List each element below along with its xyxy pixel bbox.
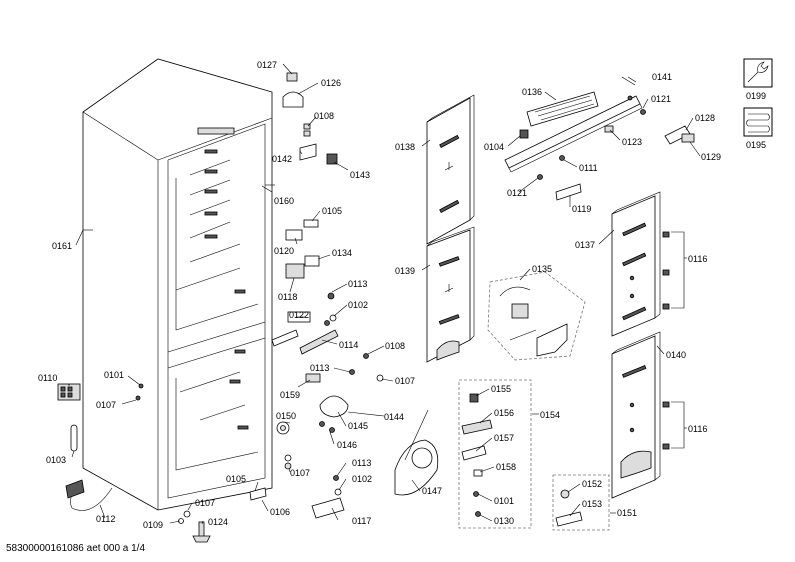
label-0107: 0107	[96, 400, 116, 410]
label-0108: 0108	[314, 111, 334, 121]
label-0139: 0139	[395, 266, 415, 276]
label-0109: 0109	[143, 520, 163, 530]
label-0150: 0150	[276, 411, 296, 421]
label-0160: 0160	[274, 196, 294, 206]
label-0152: 0152	[582, 479, 602, 489]
label-0124: 0124	[208, 517, 228, 527]
label-0128: 0128	[695, 113, 715, 123]
left-accessories	[57, 383, 113, 511]
label-0111: 0111	[579, 163, 598, 173]
label-0136: 0136	[522, 87, 542, 97]
label-0103: 0103	[46, 455, 66, 465]
label-0102: 0102	[352, 474, 372, 484]
cabinet-small-parts	[135, 72, 384, 543]
label-0121: 0121	[507, 188, 527, 198]
label-0138: 0138	[395, 142, 415, 152]
label-0126: 0126	[321, 78, 341, 88]
fridge-door-panels	[611, 191, 670, 499]
fan-module	[487, 271, 586, 361]
label-0112: 0112	[96, 514, 115, 524]
label-0116: 0116	[688, 424, 707, 434]
label-0154: 0154	[540, 410, 560, 420]
heater-coil-icon	[743, 107, 773, 137]
fridge-cabinet	[82, 58, 275, 511]
label-0130: 0130	[494, 516, 514, 526]
label-0147: 0147	[422, 486, 442, 496]
label-0127: 0127	[257, 60, 277, 70]
label-0145: 0145	[348, 421, 368, 431]
label-0105: 0105	[226, 474, 246, 484]
label-0106: 0106	[270, 507, 290, 517]
label-0141: 0141	[652, 72, 672, 82]
label-0129: 0129	[701, 152, 721, 162]
label-0161: 0161	[52, 241, 72, 251]
label-0159: 0159	[280, 390, 300, 400]
leader-lines	[68, 63, 701, 525]
label-0117: 0117	[352, 516, 371, 526]
label-0116: 0116	[688, 254, 707, 264]
label-0105: 0105	[322, 206, 342, 216]
label-0110: 0110	[38, 373, 57, 383]
label-0113: 0113	[348, 279, 367, 289]
document-footer: 58300000161086 aet 000 a 1/4	[6, 543, 146, 554]
label-0134: 0134	[332, 248, 352, 258]
label-0108: 0108	[385, 341, 405, 351]
label-0122: 0122	[289, 310, 309, 320]
label-0123: 0123	[622, 137, 642, 147]
label-0153: 0153	[582, 499, 602, 509]
label-0107: 0107	[395, 376, 415, 386]
top-control-parts	[504, 91, 695, 201]
label-0157: 0157	[494, 433, 514, 443]
label-0142: 0142	[272, 154, 292, 164]
label-0113: 0113	[310, 363, 329, 373]
label-0114: 0114	[339, 340, 358, 350]
label-0119: 0119	[572, 204, 591, 214]
label-0156: 0156	[494, 408, 514, 418]
label-0101: 0101	[104, 370, 124, 380]
label-0113: 0113	[352, 458, 371, 468]
label-0144: 0144	[384, 412, 404, 422]
label-0158: 0158	[496, 462, 516, 472]
label-0137: 0137	[575, 240, 595, 250]
label-0102: 0102	[348, 300, 368, 310]
label-0101: 0101	[494, 496, 514, 506]
small-parts-kits	[394, 379, 610, 531]
label-0104: 0104	[484, 142, 504, 152]
label-0151: 0151	[617, 508, 637, 518]
freezer-door-panels	[426, 94, 475, 363]
label-0121: 0121	[651, 94, 671, 104]
label-0199: 0199	[746, 91, 766, 101]
label-0143: 0143	[350, 170, 370, 180]
wrench-icon	[743, 58, 773, 88]
label-0155: 0155	[491, 384, 511, 394]
label-0146: 0146	[337, 440, 357, 450]
label-0118: 0118	[278, 292, 297, 302]
label-0195: 0195	[746, 140, 766, 150]
part-labels: 0127 0126 0108 0142 0143 0160 0105 0120 …	[38, 60, 766, 530]
label-0107: 0107	[195, 498, 215, 508]
label-0135: 0135	[532, 264, 552, 274]
corner-icons	[743, 58, 773, 137]
label-0120: 0120	[274, 246, 294, 256]
label-0140: 0140	[666, 350, 686, 360]
label-0107: 0107	[290, 468, 310, 478]
